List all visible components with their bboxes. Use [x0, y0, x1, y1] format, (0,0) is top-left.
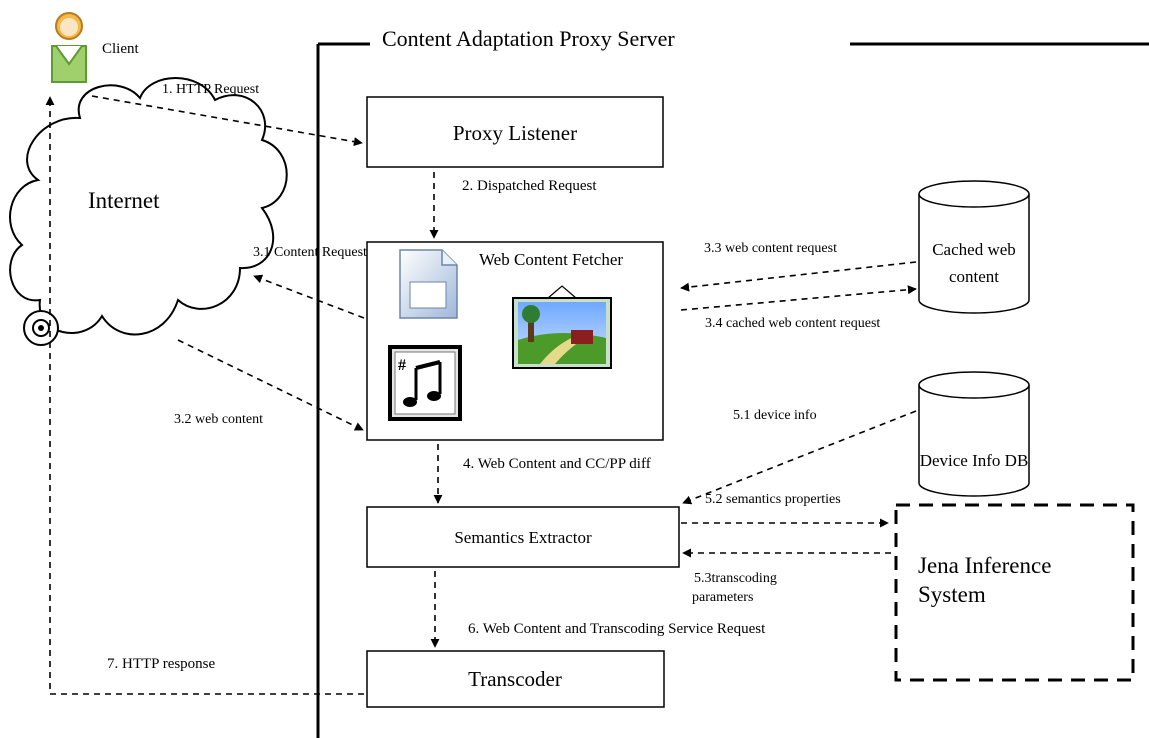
transcoder-box [366, 650, 665, 708]
web-content-fetcher-label: Web Content Fetcher [479, 250, 623, 269]
server-title: Content Adaptation Proxy Server [382, 26, 675, 51]
label-web-content: 3.2 web content [174, 412, 263, 427]
semantics-extractor-box [366, 506, 680, 568]
transcoder-label: Transcoder [468, 667, 562, 691]
label-web-content-request: 3.3 web content request [704, 241, 837, 256]
proxy-listener-box [366, 96, 664, 168]
arrow-web-content [177, 339, 364, 431]
jena-label-1: Jena Inference [918, 553, 1051, 578]
label-transcoding-params-2: parameters [692, 590, 753, 605]
cached-web-content-label-2: content [949, 267, 999, 286]
arrow-cached-web-content-request [680, 285, 917, 311]
label-http-response: 7. HTTP response [107, 656, 216, 672]
label-content-request: 3.1 Content Request [253, 245, 367, 260]
arrow-web-content-request [680, 261, 917, 292]
speaker-icon [23, 310, 59, 346]
internet-cloud: Internet [9, 77, 288, 336]
semantics-extractor-label: Semantics Extractor [454, 528, 592, 547]
arrow-http-request [91, 95, 363, 147]
arrow-device-info [682, 410, 917, 505]
label-transcoding-params-1: 5.3transcoding [694, 571, 777, 586]
internet-label: Internet [88, 188, 160, 213]
label-cached-web-content-request: 3.4 cached web content request [705, 316, 880, 331]
cached-web-content-db: Cached web content [918, 180, 1030, 314]
svg-text:#: # [398, 357, 406, 374]
jena-inference-box [894, 503, 1135, 682]
label-http-request: 1. HTTP Request [162, 82, 259, 97]
arrow-http-response [45, 96, 364, 695]
label-device-info: 5.1 device info [733, 408, 817, 423]
label-web-content-ccpp: 4. Web Content and CC/PP diff [463, 456, 651, 472]
client-label: Client [102, 41, 139, 57]
device-info-db: Device Info DB [918, 371, 1030, 497]
device-info-db-label: Device Info DB [920, 451, 1029, 470]
label-dispatched-request: 2. Dispatched Request [462, 178, 597, 194]
landscape-picture-icon [512, 285, 612, 369]
music-notes-icon: # [388, 345, 462, 421]
jena-label-2: System [918, 582, 986, 607]
label-semantics-properties: 5.2 semantics properties [705, 492, 841, 507]
arrow-content-request [253, 274, 365, 319]
label-transcoding-service-request: 6. Web Content and Transcoding Service R… [468, 621, 766, 637]
document-icon [399, 249, 458, 319]
client-person-icon [51, 12, 87, 83]
proxy-server-boundary [316, 42, 1149, 738]
proxy-listener-label: Proxy Listener [453, 121, 577, 145]
cached-web-content-label-1: Cached web [932, 240, 1016, 259]
